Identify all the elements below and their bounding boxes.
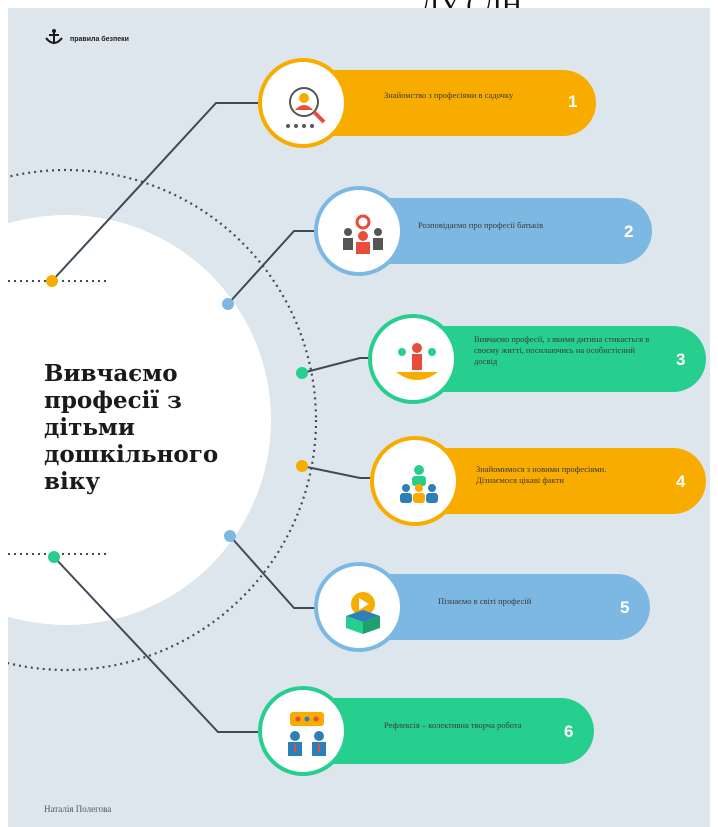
anchor-logo-icon [44, 28, 64, 51]
step-6-text: Рефлексія – колективна творча робота [384, 720, 522, 730]
step-5-text: Пізнаємо в світі професій [438, 596, 532, 606]
connector-2 [227, 230, 316, 305]
step-6-pill: Рефлексія – колективна творча робота 6 [300, 698, 594, 764]
node-dot-6 [48, 551, 60, 563]
node-dot-2 [222, 298, 234, 310]
step-6-icon-circle [258, 686, 348, 776]
step-3-number: 3 [676, 350, 686, 369]
step-1-number: 1 [568, 92, 578, 111]
step-5-number: 5 [620, 598, 630, 617]
step-5-icon-circle [314, 562, 404, 652]
step-3-icon-circle [368, 314, 458, 404]
connector-5 [229, 535, 316, 609]
step-1-icon-circle [258, 58, 348, 148]
diagram-lines [8, 102, 370, 733]
poster: правила безпеки Вивчаємо професії з діть… [8, 8, 710, 827]
connector-4 [301, 465, 370, 479]
central-circle [8, 215, 271, 625]
node-dot-1 [46, 275, 58, 287]
node-dot-5 [224, 530, 236, 542]
step-4-pill: Знайомимося з новими професіями. Дізнаєм… [414, 448, 706, 514]
page-title: Вивчаємо професії з дітьми дошкільного в… [44, 360, 219, 495]
step-1-pill: Знайомство з професіями в садочку 1 [300, 70, 596, 136]
step-4-text: Знайомимося з новими професіями. Дізнаєм… [476, 464, 607, 485]
brand: правила безпеки [44, 28, 130, 51]
brand-name: правила безпеки [70, 35, 129, 43]
step-6-number: 6 [564, 722, 574, 741]
step-4-icon-circle [370, 436, 460, 526]
step-2-number: 2 [624, 222, 634, 241]
connector-6 [53, 556, 258, 733]
step-1-text: Знайомство з професіями в садочку [384, 90, 514, 100]
step-4-number: 4 [676, 472, 686, 491]
step-2-pill: Розповідаємо про професії батьків 2 [358, 198, 652, 264]
node-dot-3 [296, 367, 308, 379]
node-dot-4 [296, 460, 308, 472]
dotted-arc [8, 168, 318, 672]
step-5-pill: Пізнаємо в світі професій 5 [358, 574, 650, 640]
connector-3 [301, 357, 370, 374]
step-2-icon-circle [314, 186, 404, 276]
step-3-text: Вивчаємо професії, з якими дитина стикає… [474, 334, 650, 366]
step-2-text: Розповідаємо про професії батьків [418, 220, 544, 230]
step-3-pill: Вивчаємо професії, з якими дитина стикає… [412, 326, 706, 392]
connector-1 [51, 102, 260, 282]
author-credit: Наталія Полегова [44, 804, 112, 814]
